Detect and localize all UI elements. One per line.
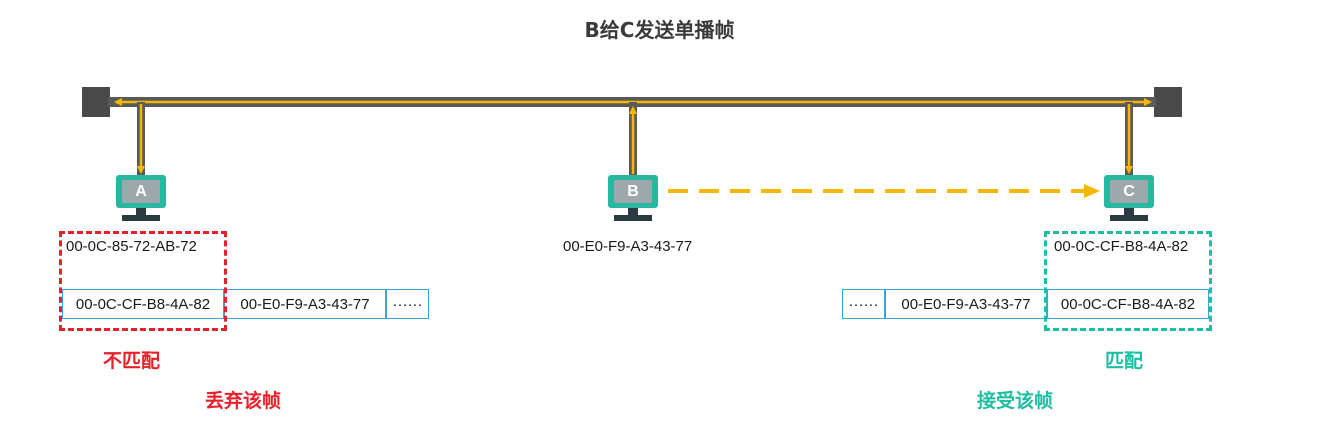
discard-frame-label: 丢弃该帧 <box>205 390 282 412</box>
host-c-icon <box>1104 175 1154 221</box>
host-a-icon <box>116 175 166 221</box>
host-b-label: B <box>627 182 639 200</box>
frame-c-more-cell: ······ <box>842 289 885 319</box>
host-c-mac: 00-0C-CF-B8-4A-82 <box>1054 238 1189 255</box>
mismatch-label: 不匹配 <box>103 350 161 372</box>
match-label: 匹配 <box>1105 350 1144 372</box>
mismatch-highlight-box <box>59 231 227 331</box>
frame-a-src-cell: 00-E0-F9-A3-43-77 <box>224 289 386 319</box>
host-c-label: C <box>1123 182 1135 200</box>
host-b-mac: 00-E0-F9-A3-43-77 <box>563 238 693 255</box>
frame-c-src-cell: 00-E0-F9-A3-43-77 <box>885 289 1047 319</box>
accept-frame-label: 接受该帧 <box>977 390 1054 412</box>
diagram-title: B给C发送单播帧 <box>584 18 735 42</box>
bus-terminator-right <box>1154 87 1182 117</box>
frame-c-dest-cell: 00-0C-CF-B8-4A-82 <box>1047 289 1209 319</box>
host-a-mac: 00-0C-85-72-AB-72 <box>66 238 197 255</box>
frame-a-dest-cell: 00-0C-CF-B8-4A-82 <box>62 289 224 319</box>
match-highlight-box <box>1044 231 1212 331</box>
bus-terminator-left <box>82 87 110 117</box>
host-b-icon <box>608 175 658 221</box>
frame-a-more-cell: ······ <box>386 289 429 319</box>
host-a-label: A <box>135 182 147 200</box>
